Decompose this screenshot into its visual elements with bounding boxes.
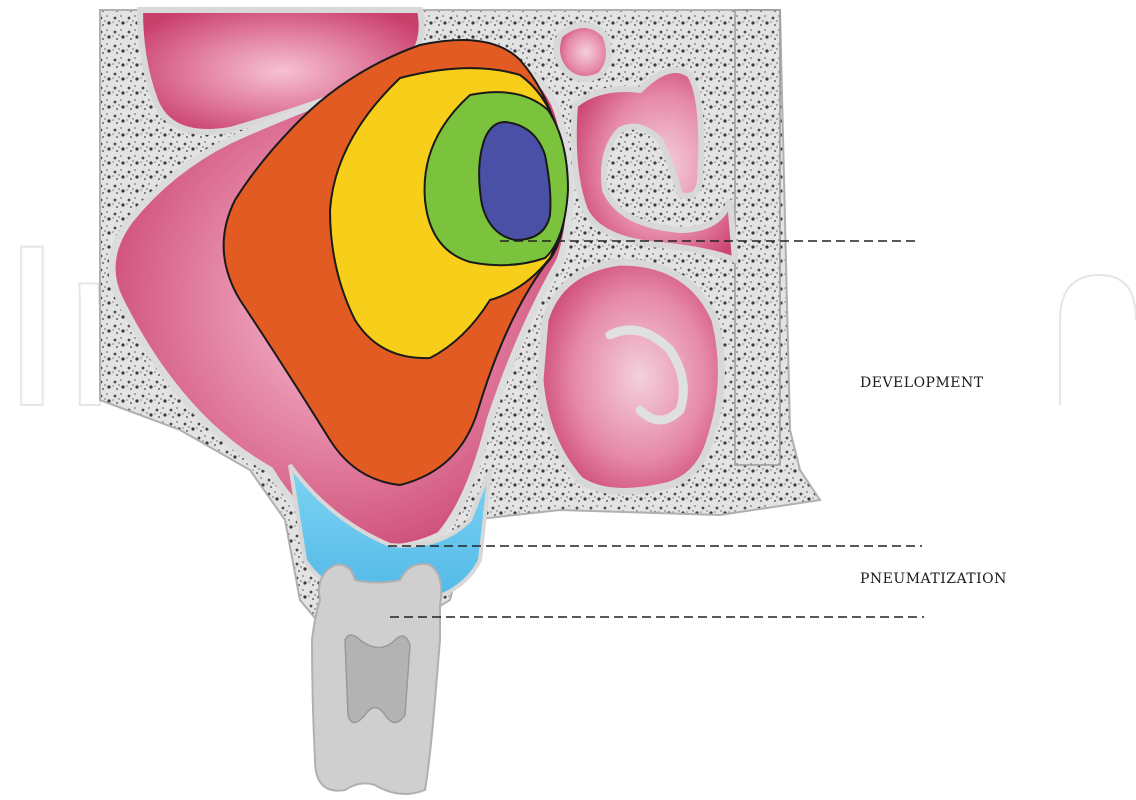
right-bone-column [735,10,780,465]
nasal-concha-lower [540,262,721,491]
pneumatization-label: PNEUMATIZATION [860,571,1007,587]
watermark-arc [1060,275,1136,405]
upper-right-cavity [557,25,609,79]
development-label: DEVELOPMENT [860,375,984,391]
